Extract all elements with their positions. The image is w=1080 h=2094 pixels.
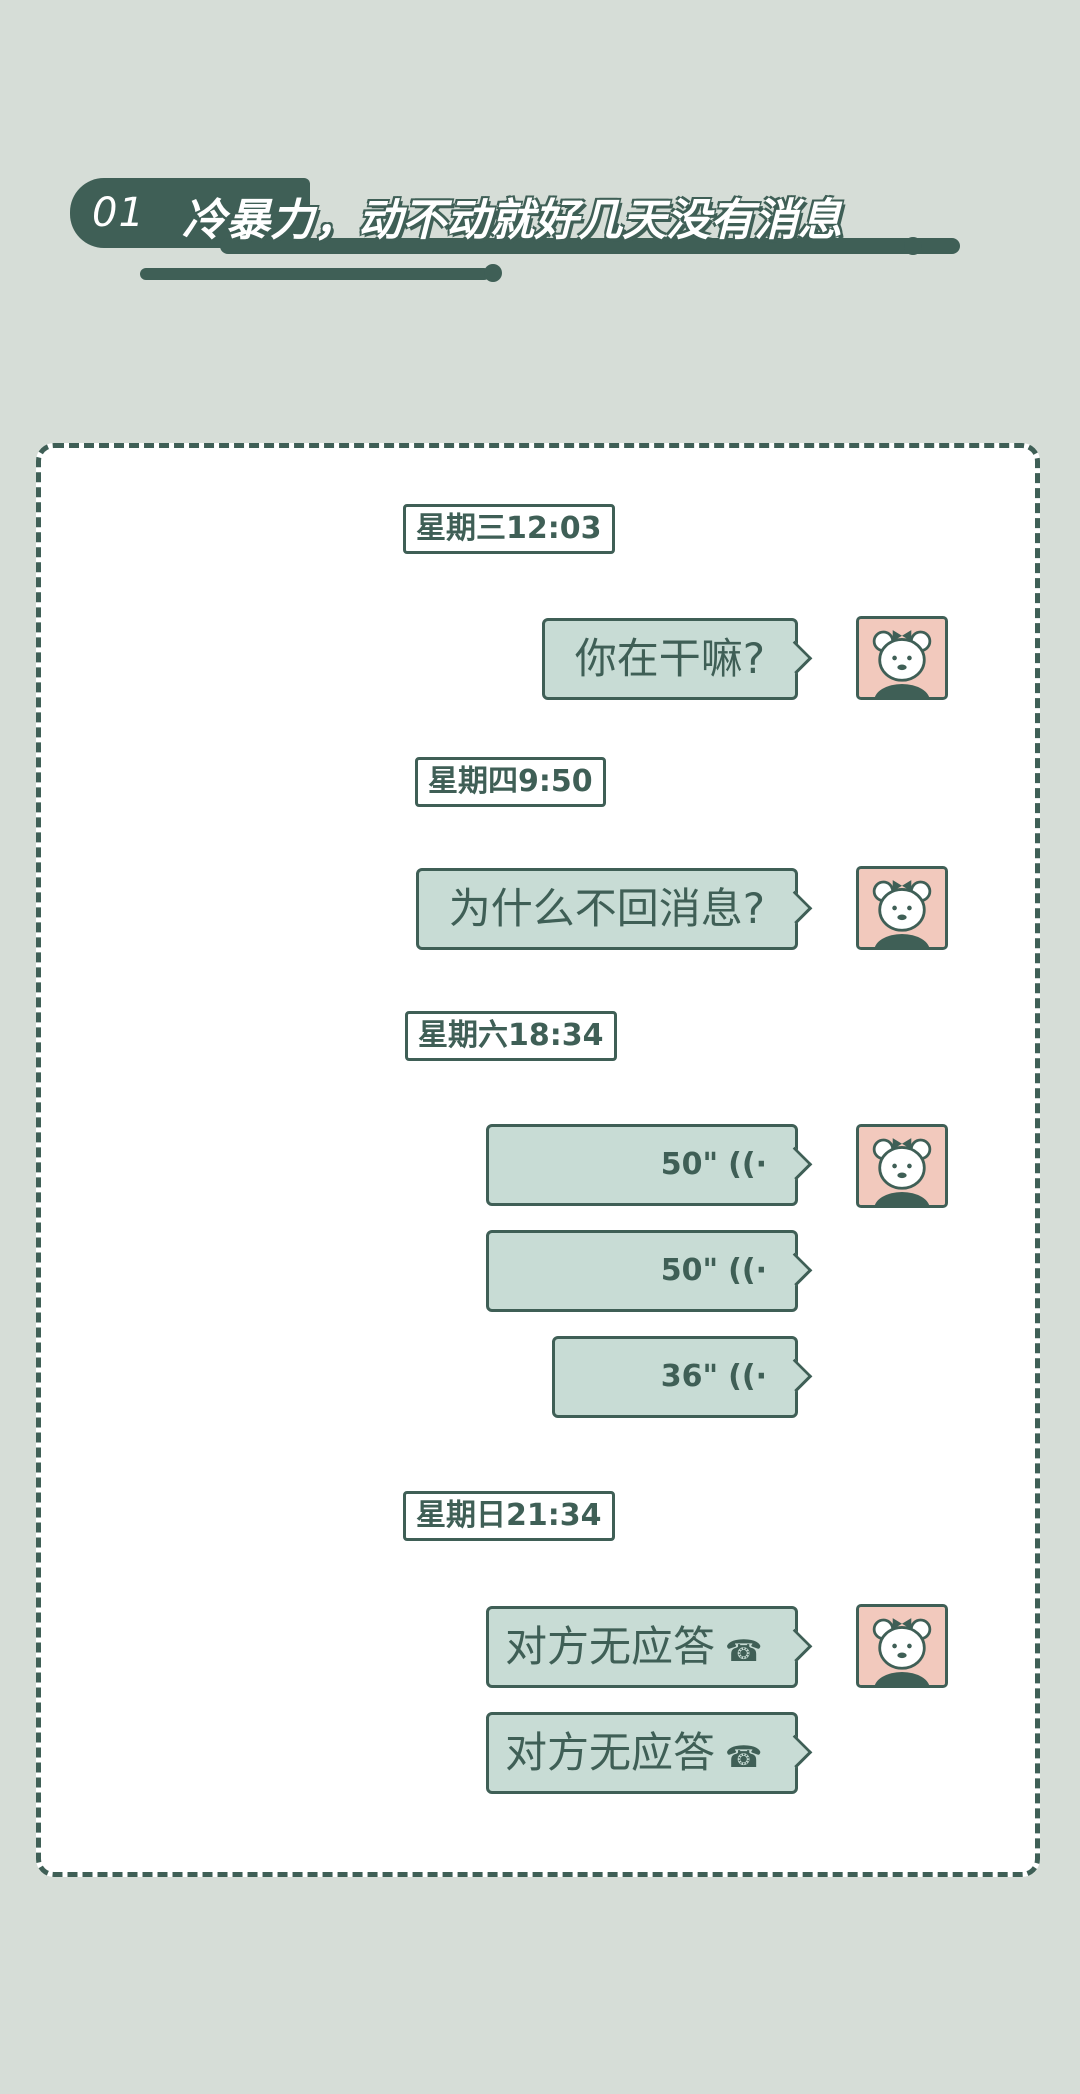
bear-avatar-icon[interactable] [856, 1124, 948, 1208]
voice-message-bubble[interactable]: 50" ((· [486, 1124, 798, 1206]
section-title: 冷暴力，动不动就好几天没有消息 [182, 195, 842, 246]
hang-up-phone-icon: ☎ [725, 1740, 763, 1775]
bear-avatar-svg [872, 880, 932, 947]
voice-wave-icon: ((· [728, 1147, 767, 1182]
banner-number-blob [70, 178, 310, 248]
bear-avatar-icon[interactable] [856, 866, 948, 950]
message-bubble[interactable]: 为什么不回消息? [415, 868, 798, 950]
banner-underline [220, 238, 960, 254]
voice-duration: 50" [660, 1147, 719, 1182]
hang-up-phone-icon: ☎ [725, 1634, 763, 1669]
call-status-bubble[interactable]: 对方无应答 ☎ [486, 1712, 798, 1794]
bear-avatar-svg [872, 630, 932, 697]
timestamp: 星期日21:34 [403, 1491, 615, 1541]
bear-avatar-svg [872, 1618, 932, 1685]
header-banner: 01 冷暴力，动不动就好几天没有消息 [70, 172, 960, 282]
timestamp: 星期六18:34 [405, 1011, 617, 1061]
message-bubble[interactable]: 你在干嘛? [541, 618, 798, 700]
voice-message-bubble[interactable]: 50" ((· [486, 1230, 798, 1312]
section-number: 01 [92, 190, 145, 236]
call-status-bubble[interactable]: 对方无应答 ☎ [486, 1606, 798, 1688]
banner-underline-short [140, 268, 490, 280]
voice-message-bubble[interactable]: 36" ((· [552, 1336, 798, 1418]
voice-duration: 36" [660, 1359, 719, 1394]
chat-panel: 星期三12:03 你在干嘛? 星期四9:50 为什么不回消息? [36, 443, 1040, 1877]
timestamp: 星期三12:03 [403, 504, 615, 554]
call-status-text: 对方无应答 [505, 1728, 716, 1777]
bear-avatar-icon[interactable] [856, 1604, 948, 1688]
message-text: 为什么不回消息? [448, 884, 765, 933]
voice-wave-icon: ((· [728, 1253, 767, 1288]
banner-dot [904, 237, 922, 255]
timestamp: 星期四9:50 [415, 757, 606, 807]
bear-avatar-icon[interactable] [856, 616, 948, 700]
banner-dot-short [484, 264, 502, 282]
voice-duration: 50" [660, 1253, 719, 1288]
message-text: 你在干嘛? [574, 634, 765, 683]
bear-avatar-svg [872, 1138, 932, 1205]
voice-wave-icon: ((· [728, 1359, 767, 1394]
call-status-text: 对方无应答 [505, 1622, 716, 1671]
